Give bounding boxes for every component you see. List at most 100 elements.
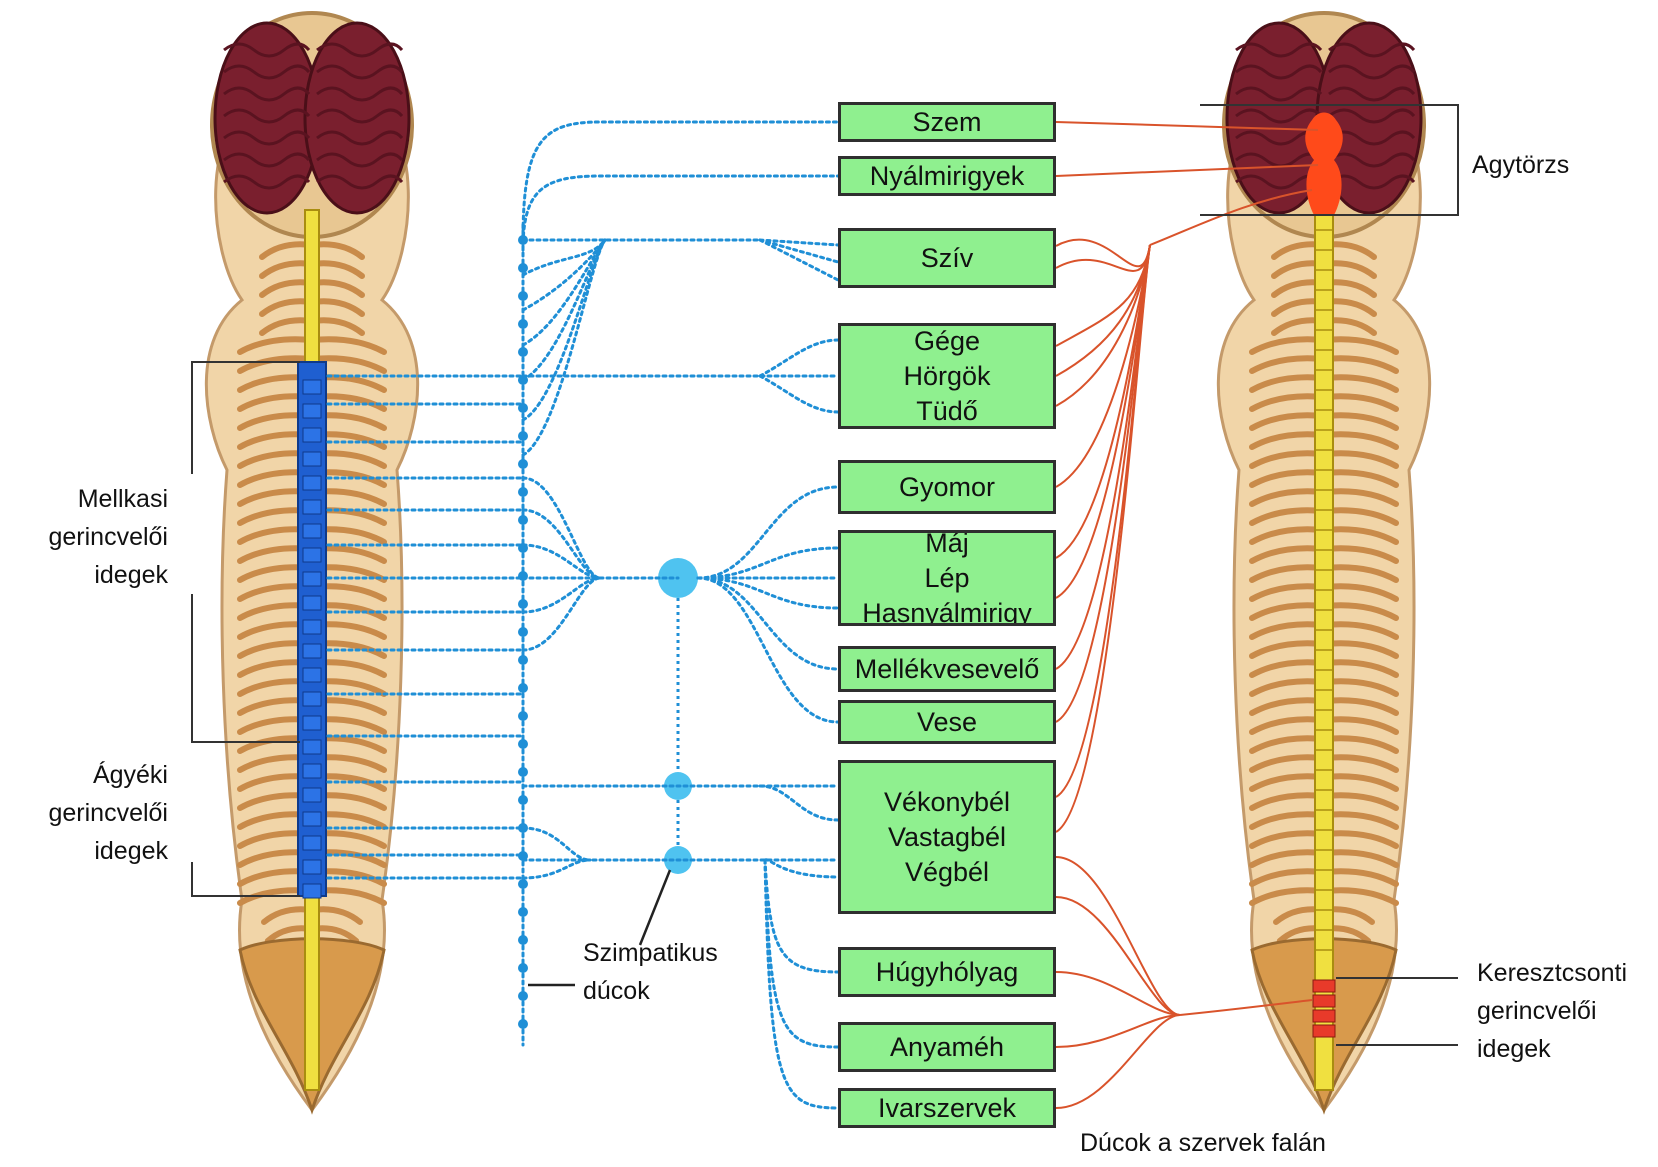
sacral-branch (1056, 1015, 1180, 1047)
lumbar-label-line: gerincvelői (0, 794, 168, 832)
spinal-segment (303, 764, 321, 778)
sacral-branch (1056, 1015, 1180, 1108)
spinal-segment (303, 548, 321, 562)
organ-label: Máj (925, 530, 969, 561)
chain-ganglion (518, 627, 528, 637)
vagus-branch (1056, 245, 1150, 669)
celiac-output (698, 578, 838, 722)
lumbar-nerves-label: Ágyéki gerincvelői idegek (0, 756, 168, 870)
chain-ganglion (518, 319, 528, 329)
pelvic-output (765, 860, 838, 1108)
sacral-segment (1313, 1010, 1335, 1022)
thoracic-nerves-label: Mellkasi gerincvelői idegek (0, 480, 168, 594)
chain-ganglion (518, 487, 528, 497)
brainstem-label: Agytörzs (1472, 146, 1569, 184)
anatomy-figures (206, 13, 1429, 1110)
organ-label: Vastagbél (888, 820, 1006, 855)
pelvic-output (765, 860, 838, 1047)
chain-ganglion (518, 795, 528, 805)
chain-ganglion (518, 879, 528, 889)
organ-label: Anyaméh (890, 1030, 1004, 1065)
sacral-label-line: idegek (1477, 1030, 1657, 1068)
organ-box-kidney: Vese (838, 700, 1056, 744)
chain-ganglion (518, 963, 528, 973)
organ-label: Szem (912, 105, 981, 140)
ganglia-label-line: Szimpatikus (583, 934, 763, 972)
spinal-segment (303, 572, 321, 586)
celiac-input (523, 478, 600, 578)
spinal-segment (303, 596, 321, 610)
intramural-label-text: Dúcok a szervek falán (1080, 1124, 1326, 1162)
organ-label: Hasnyálmirigy (862, 596, 1032, 627)
organ-label: Gége (914, 324, 980, 359)
organ-box-intestines: VékonybélVastagbélVégbél (838, 760, 1056, 914)
organ-box-heart: Szív (838, 228, 1056, 288)
spinal-segment (303, 524, 321, 538)
spinal-segment (303, 788, 321, 802)
chain-ganglion (518, 935, 528, 945)
organ-box-uterus: Anyaméh (838, 1022, 1056, 1072)
sympathetic-fiber-heart-branch (760, 240, 838, 280)
spinal-segment (303, 716, 321, 730)
chain-ganglion (518, 599, 528, 609)
organ-label: Nyálmirigyek (870, 159, 1025, 194)
spinal-segment (303, 620, 321, 634)
chain-ganglion (518, 907, 528, 917)
chain-ganglion (518, 263, 528, 273)
spinal-segment (303, 380, 321, 394)
spinal-segment (303, 500, 321, 514)
chain-ganglion (518, 459, 528, 469)
chain-ganglion (518, 1019, 528, 1029)
spinal-segment (303, 740, 321, 754)
organ-label: Mellékvesevelő (855, 652, 1040, 687)
sacral-branch (1056, 857, 1180, 1015)
celiac-input (523, 578, 600, 612)
spinal-segment (303, 884, 321, 898)
sacral-segment (1313, 995, 1335, 1007)
sacral-label-line: gerincvelői (1477, 992, 1657, 1030)
chain-ganglion (518, 291, 528, 301)
pelvic-output (765, 860, 838, 877)
chain-ganglion (518, 655, 528, 665)
organ-label: Húgyhólyag (876, 955, 1019, 990)
spinal-segment (303, 836, 321, 850)
sympathetic-ganglia-label: Szimpatikus dúcok (583, 934, 763, 1010)
organ-box-salivary-glands: Nyálmirigyek (838, 156, 1056, 196)
organ-label: Végbél (905, 855, 989, 890)
sacral-segment (1313, 1025, 1335, 1037)
organ-label: Szív (921, 241, 974, 276)
chain-ganglion (518, 739, 528, 749)
spinal-segment (303, 476, 321, 490)
spinal-segment (303, 404, 321, 418)
pelvic-input (523, 828, 590, 878)
organ-label: Ivarszervek (878, 1091, 1016, 1126)
chain-ganglion (518, 683, 528, 693)
spinal-segment (303, 812, 321, 826)
brain-left-hemisphere (215, 23, 319, 213)
sacral-branch (1056, 972, 1180, 1015)
sympathetic-fiber-intestine-branch (760, 786, 838, 820)
chain-ganglion (518, 347, 528, 357)
organ-label: Vese (917, 705, 977, 740)
sacral-label-line: Keresztcsonti (1477, 954, 1657, 992)
spinal-segment (303, 428, 321, 442)
organ-label: Tüdő (916, 394, 978, 429)
chain-ganglion (518, 991, 528, 1001)
sympathetic-fiber-eye (523, 122, 838, 240)
chain-ganglion (518, 767, 528, 777)
ganglia-label-line: dúcok (583, 972, 763, 1010)
celiac-output (698, 487, 838, 578)
thoracic-label-line: Mellkasi (0, 480, 168, 518)
spinal-segment (303, 692, 321, 706)
sacral-branch (1056, 897, 1180, 1015)
organ-box-bladder: Húgyhólyag (838, 947, 1056, 997)
thoracic-label-line: gerincvelői (0, 518, 168, 556)
organ-label: Hörgök (903, 359, 990, 394)
organ-label: Vékonybél (884, 785, 1010, 820)
organ-box-stomach: Gyomor (838, 460, 1056, 514)
intramural-ganglia-label: Dúcok a szervek falán (1080, 1124, 1326, 1162)
